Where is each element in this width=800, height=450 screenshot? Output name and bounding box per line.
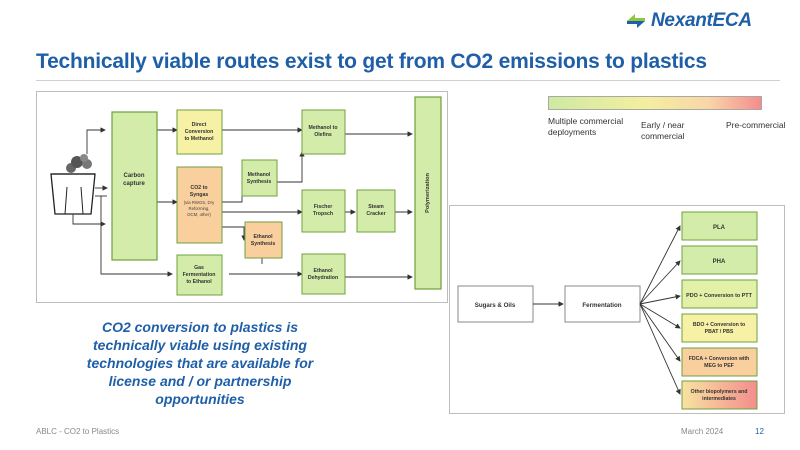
footer-presentation-name: ABLC - CO2 to Plastics [36,427,120,436]
svg-text:FDCA + Conversion with: FDCA + Conversion with [689,356,749,362]
svg-text:PHA: PHA [713,259,726,265]
key-message-callout: CO2 conversion to plastics is technicall… [86,319,314,407]
svg-text:Direct: Direct [192,122,207,128]
product-bdo-box: BDO + Conversion to PBAT / PBS [681,313,758,343]
svg-text:Sugars & Oils: Sugars & Oils [475,302,516,309]
fermentation-box: Fermentation [564,285,641,323]
title-divider [36,80,780,81]
footer-date: March 2024 [681,427,724,436]
svg-text:OCM, other): OCM, other) [187,212,211,217]
logo-mark-icon [627,14,645,28]
svg-text:Synthesis: Synthesis [251,241,276,247]
svg-text:Synthesis: Synthesis [247,179,272,185]
svg-text:Cracker: Cracker [366,211,385,217]
svg-text:Olefins: Olefins [314,132,332,138]
svg-text:Reforming,: Reforming, [188,206,209,211]
footer-page-number: 12 [755,427,764,436]
maturity-legend-bar [548,96,762,110]
steam-cracker-box: Steam Cracker [356,189,396,233]
svg-text:Methanol: Methanol [248,172,271,178]
svg-text:Methanol to: Methanol to [308,125,337,131]
svg-text:MEG to PEF: MEG to PEF [704,363,734,369]
svg-text:PBAT / PBS: PBAT / PBS [705,329,734,335]
co2-to-syngas-box: CO2 to Syngas (via RWGS, Dry Reforming, … [176,166,223,244]
ethanol-dehydration-box: Ethanol Dehydration [301,253,346,295]
methanol-synthesis-box: Methanol Synthesis [241,159,278,197]
methanol-to-olefins-box: Methanol to Olefins [301,109,346,155]
bio-routes-diagram: Sugars & Oils Fermentation PLA [449,205,785,414]
svg-text:to Ethanol: to Ethanol [186,279,212,285]
polymerization-box: Polymerization [414,96,442,290]
product-pla-box: PLA [681,211,758,241]
legend-label-commercial: Multiple commercial deployments [548,116,624,137]
ethanol-synthesis-box: Ethanol Synthesis [244,221,283,259]
svg-text:Syngas: Syngas [190,192,209,198]
gas-fermentation-box: Gas Fermentation to Ethanol [176,254,223,296]
svg-text:PLA: PLA [713,225,726,231]
svg-text:Gas: Gas [194,265,204,271]
co2-routes-svg: Carbon capture Direct Conversion to Meth… [50,96,442,296]
logo-text: NexantECA [651,10,752,31]
svg-text:(via RWGS, Dry: (via RWGS, Dry [184,200,215,205]
legend-label-precommercial: Pre-commercial [726,120,786,130]
carbon-capture-box: Carbon capture [111,111,158,261]
svg-text:PDO + Conversion to PTT: PDO + Conversion to PTT [686,293,752,299]
direct-conversion-box: Direct Conversion to Methanol [176,109,223,155]
product-pdo-box: PDO + Conversion to PTT [681,279,758,309]
svg-text:Fermentation: Fermentation [582,302,621,309]
legend-label-early: Early / near commercial [641,120,685,141]
svg-text:intermediates: intermediates [702,396,736,402]
svg-text:Ethanol: Ethanol [253,234,273,240]
svg-text:Conversion: Conversion [185,129,214,135]
svg-text:Dehydration: Dehydration [308,275,338,281]
svg-text:Fermentation: Fermentation [183,272,216,278]
svg-text:Polymerization: Polymerization [425,173,431,213]
svg-text:Carbon: Carbon [124,173,145,179]
svg-text:CO2 to: CO2 to [190,185,207,191]
svg-text:Fischer: Fischer [314,204,332,210]
sugars-oils-box: Sugars & Oils [457,285,534,323]
product-fdca-box: FDCA + Conversion with MEG to PEF [681,347,758,377]
svg-text:Steam: Steam [368,204,384,210]
svg-text:BDO + Conversion to: BDO + Conversion to [693,322,745,328]
nexanteca-logo: NexantECA [625,8,795,34]
co2-routes-diagram: Carbon capture Direct Conversion to Meth… [36,91,448,303]
svg-text:Ethanol: Ethanol [313,268,333,274]
factory-emissions-icon [50,154,96,215]
svg-text:Other biopolymers and: Other biopolymers and [691,389,748,395]
bio-routes-svg: Sugars & Oils Fermentation PLA [457,211,758,410]
fischer-tropsch-box: Fischer Tropsch [301,189,346,233]
svg-text:capture: capture [123,181,145,187]
svg-text:to Methanol: to Methanol [184,136,214,142]
product-pha-box: PHA [681,245,758,275]
product-other-box: Other biopolymers and intermediates [681,380,758,410]
slide-title: Technically viable routes exist to get f… [36,50,707,73]
svg-text:Tropsch: Tropsch [313,211,333,217]
